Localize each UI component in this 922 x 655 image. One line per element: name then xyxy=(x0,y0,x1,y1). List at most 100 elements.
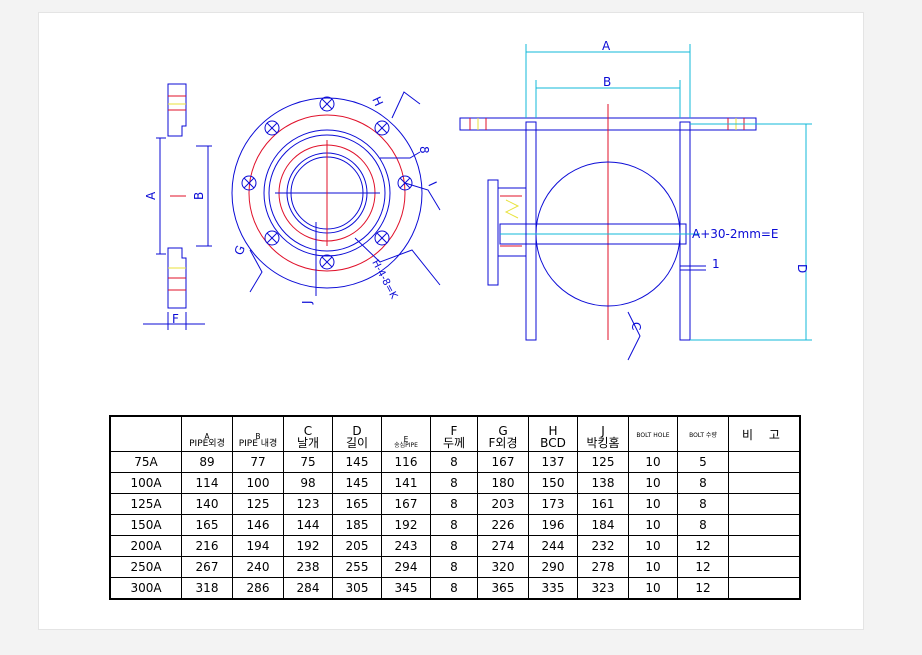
cell-bolt-qty: 8 xyxy=(677,514,729,536)
cell-size: 200A xyxy=(109,535,182,557)
cell-f: 8 xyxy=(430,493,478,515)
cell-bolt-hole: 10 xyxy=(628,493,678,515)
cell-a: 114 xyxy=(181,472,233,494)
cell-g: 167 xyxy=(477,451,529,473)
cell-e: 345 xyxy=(381,577,431,600)
cell-j: 278 xyxy=(577,556,629,578)
dim-j-label: J xyxy=(300,300,314,305)
cell-remark xyxy=(728,472,801,494)
cell-b: 125 xyxy=(232,493,284,515)
cell-h: 335 xyxy=(528,577,578,600)
cell-h: 137 xyxy=(528,451,578,473)
cell-remark xyxy=(728,514,801,536)
cell-d: 305 xyxy=(332,577,382,600)
cell-e: 243 xyxy=(381,535,431,557)
cell-remark xyxy=(728,493,801,515)
cell-f: 8 xyxy=(430,535,478,557)
cell-size: 300A xyxy=(109,577,182,600)
cell-g: 226 xyxy=(477,514,529,536)
cell-c: 192 xyxy=(283,535,333,557)
cell-c: 98 xyxy=(283,472,333,494)
cell-g: 365 xyxy=(477,577,529,600)
cell-d: 145 xyxy=(332,472,382,494)
cell-c: 284 xyxy=(283,577,333,600)
cell-size: 150A xyxy=(109,514,182,536)
cell-size: 75A xyxy=(109,451,182,473)
cell-j: 161 xyxy=(577,493,629,515)
dim-a-label: A xyxy=(144,191,158,200)
cell-bolt-hole: 10 xyxy=(628,556,678,578)
cell-f: 8 xyxy=(430,451,478,473)
dim-bolt-formula-label: H-4-8=K xyxy=(369,258,399,301)
cell-h: 196 xyxy=(528,514,578,536)
side-section-view xyxy=(143,83,212,330)
cell-g: 274 xyxy=(477,535,529,557)
cell-size: 250A xyxy=(109,556,182,578)
cell-g: 203 xyxy=(477,493,529,515)
cell-bolt-qty: 5 xyxy=(677,451,729,473)
elevation-view xyxy=(459,44,812,361)
cell-h: 173 xyxy=(528,493,578,515)
cell-d: 165 xyxy=(332,493,382,515)
cell-f: 8 xyxy=(430,556,478,578)
cell-a: 89 xyxy=(181,451,233,473)
cell-size: 125A xyxy=(109,493,182,515)
cell-bolt-qty: 12 xyxy=(677,577,729,600)
dim-g-label: G xyxy=(232,243,248,257)
cell-b: 240 xyxy=(232,556,284,578)
dim-d-label: D xyxy=(795,264,809,273)
dim-h-label: H xyxy=(369,94,386,108)
cell-c: 238 xyxy=(283,556,333,578)
flange-front-view xyxy=(231,91,441,296)
dim-b-top-label: B xyxy=(603,75,611,89)
cell-h: 150 xyxy=(528,472,578,494)
cell-bolt-qty: 8 xyxy=(677,493,729,515)
cell-a: 216 xyxy=(181,535,233,557)
cell-b: 77 xyxy=(232,451,284,473)
cell-f: 8 xyxy=(430,577,478,600)
header-size xyxy=(109,415,182,452)
dim-c-label: C xyxy=(629,322,643,330)
cell-b: 146 xyxy=(232,514,284,536)
dim-a-top-label: A xyxy=(602,39,611,53)
cell-h: 290 xyxy=(528,556,578,578)
header-remark: 비 고 xyxy=(728,415,801,452)
cell-d: 145 xyxy=(332,451,382,473)
cell-e: 294 xyxy=(381,556,431,578)
cell-c: 75 xyxy=(283,451,333,473)
cell-g: 180 xyxy=(477,472,529,494)
cell-a: 165 xyxy=(181,514,233,536)
cell-j: 323 xyxy=(577,577,629,600)
cell-e: 116 xyxy=(381,451,431,473)
cell-j: 125 xyxy=(577,451,629,473)
cell-d: 255 xyxy=(332,556,382,578)
cell-c: 123 xyxy=(283,493,333,515)
cell-d: 205 xyxy=(332,535,382,557)
cell-a: 267 xyxy=(181,556,233,578)
cell-a: 140 xyxy=(181,493,233,515)
cell-remark xyxy=(728,556,801,578)
cell-remark xyxy=(728,535,801,557)
cell-size: 100A xyxy=(109,472,182,494)
cell-g: 320 xyxy=(477,556,529,578)
cell-bolt-qty: 12 xyxy=(677,556,729,578)
dim-f-label: F xyxy=(172,312,179,326)
cell-a: 318 xyxy=(181,577,233,600)
dim-1-label: 1 xyxy=(712,257,720,271)
